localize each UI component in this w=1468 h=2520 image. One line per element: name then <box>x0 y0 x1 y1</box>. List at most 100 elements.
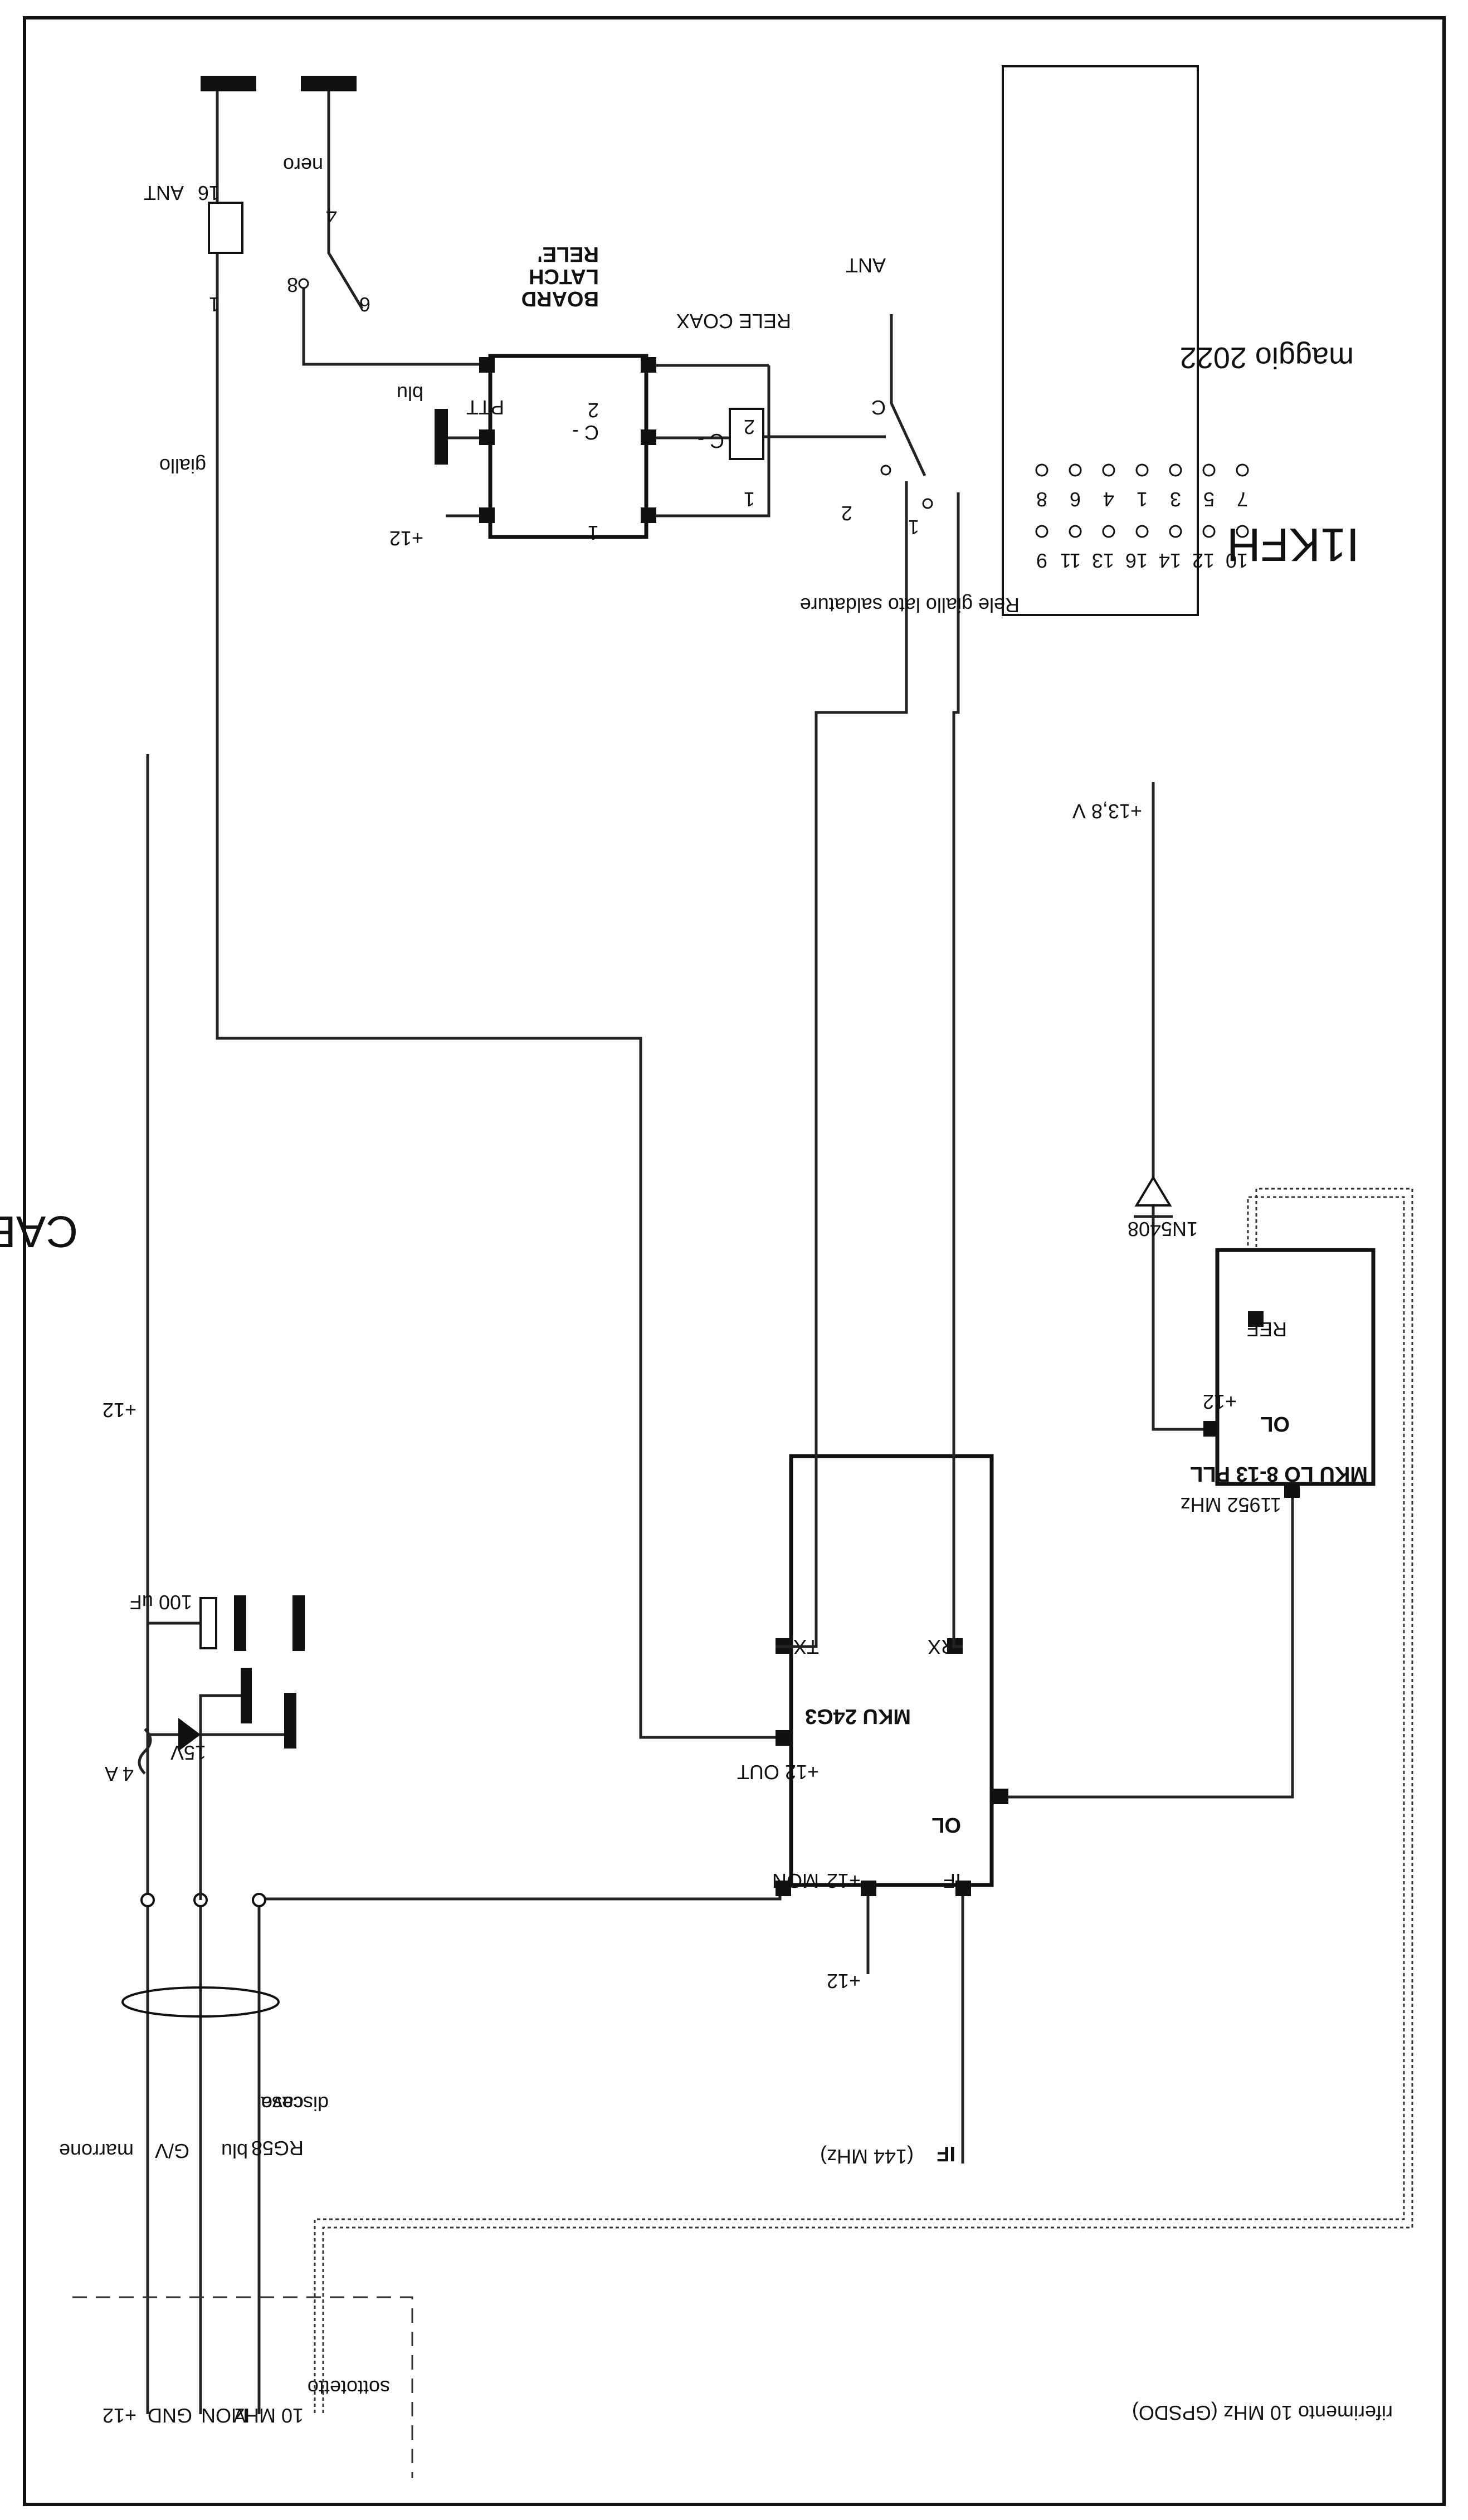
pin-number-bottom-6: 7 <box>1237 488 1248 511</box>
pin-mon <box>776 1881 791 1896</box>
pin-p12 <box>861 1881 876 1896</box>
coax-switch-c <box>890 314 926 477</box>
if-p12-label: +12 <box>827 1970 861 1992</box>
cable-gv: G/V <box>155 2140 189 2162</box>
lo-pin-ol <box>1284 1482 1300 1498</box>
coax-relay: RELE COAX ANT C C - 2 1 2 1 <box>656 254 933 539</box>
end-gnd: GND <box>148 2404 192 2427</box>
pinout-box <box>1002 65 1199 616</box>
pin-hole-top-1 <box>1069 525 1082 538</box>
ant-blu: blu <box>397 382 423 405</box>
latch-pin-gnd <box>479 429 495 445</box>
if-supply-section: +12 IF (144 MHz) <box>820 1896 964 2168</box>
cable-cavo: cavo <box>261 2092 304 2115</box>
mku-p12: +12 <box>827 1869 861 1892</box>
mku-24g3-module: MKU 24G3 TX RX +12 OUT OL MON +12 IF <box>737 1454 1008 1896</box>
wire-ol <box>1008 1489 1294 1799</box>
gnd-stub <box>199 1694 245 1900</box>
latch-l2: LATCH <box>529 265 599 288</box>
pin-hole-top-2 <box>1102 525 1115 538</box>
pin-number-bottom-3: 1 <box>1137 488 1148 511</box>
mku-ol: OL <box>931 1813 961 1837</box>
ant-relay-ground <box>201 76 256 91</box>
wire-13v8 <box>1152 782 1203 1431</box>
pin-hole-bottom-0 <box>1035 463 1048 477</box>
latch-board: RELE' LATCH BOARD PTT C - 2 1 +12 <box>389 242 656 550</box>
reference-coax-section: riferimento 10 MHz (GPSDO) <box>314 1188 1413 2424</box>
cable-bundle-ellipse <box>121 1986 280 2018</box>
capacitor-symbol <box>199 1597 217 1649</box>
latch-p12: +12 <box>389 527 423 550</box>
coax-contact-2 <box>880 465 891 476</box>
pin-number-top-6: 10 <box>1226 549 1248 572</box>
zener-symbol <box>178 1718 201 1751</box>
latch-pin-12 <box>479 507 495 523</box>
ant-4: 4 <box>326 204 337 227</box>
cable-marrone: marrone <box>59 2140 134 2162</box>
end-mon: MON <box>201 2404 248 2427</box>
pin-number-bottom-0: 8 <box>1036 488 1047 511</box>
capacitor-label: 100 uF <box>130 1591 192 1614</box>
ground-symbol <box>241 1668 252 1723</box>
pin-ol <box>993 1789 1008 1804</box>
pin-number-bottom-4: 3 <box>1170 488 1181 511</box>
end-10mhz: 10 MHz <box>235 2404 304 2427</box>
pin-out12 <box>776 1730 791 1746</box>
latch-p1: 1 <box>588 521 599 544</box>
if-freq-label: (144 MHz) <box>820 2145 914 2168</box>
pin-hole-top-0 <box>1035 525 1048 538</box>
lo-box <box>1215 1248 1376 1486</box>
terminal-mon <box>252 1893 266 1907</box>
if-label: IF <box>937 2142 955 2165</box>
cable-rg58: RG58 <box>251 2137 304 2160</box>
cable-discesa: discesa <box>260 2092 329 2115</box>
pin-number-top-5: 12 <box>1192 549 1215 572</box>
latch-pin-ptt <box>479 357 495 373</box>
lo-supply: 1N5408 +13,8 V <box>1072 782 1203 1431</box>
ant-6: 6 <box>359 293 370 316</box>
pin-hole-bottom-3 <box>1135 463 1149 477</box>
zener-ground <box>284 1693 296 1749</box>
pin-number-top-1: 11 <box>1060 549 1081 572</box>
pin-hole-bottom-1 <box>1069 463 1082 477</box>
pin-number-top-2: 13 <box>1092 549 1114 572</box>
vin-label: +13,8 V <box>1072 800 1142 823</box>
pin-number-top-4: 14 <box>1159 549 1181 572</box>
ant-switch-8-blu <box>302 286 485 366</box>
drawing-date: maggio 2022 <box>1180 341 1354 374</box>
latch-box <box>488 354 648 539</box>
gpsdo-reference-label: riferimento 10 MHz (GPSDO) <box>1132 2401 1393 2424</box>
ant-1: 1 <box>209 293 220 316</box>
pin-hole-top-3 <box>1135 525 1149 538</box>
coax-ant: ANT <box>846 254 886 277</box>
coax-relay-name: RELE COAX <box>676 310 791 333</box>
pin-hole-top-4 <box>1169 525 1182 538</box>
diode-symbol <box>1134 1175 1172 1207</box>
pin-hole-top-6 <box>1236 525 1249 538</box>
lo-pin-12 <box>1203 1421 1219 1437</box>
lo-module: MKU LO 8-13 PLL OL +12 REF 11952 MHz <box>1181 1248 1376 1516</box>
pinout-title: Rele giallo lato saldature <box>800 594 1020 617</box>
lo-pin-ref <box>1248 1311 1264 1327</box>
page-title: CABLAGGIO TRANSVERTER MKU 24-G3 DB6NT <box>0 1207 78 1257</box>
terminal-12v <box>140 1893 155 1907</box>
ant-label: ANT <box>144 182 184 204</box>
mku-24g3-box <box>789 1454 994 1887</box>
latch-pin-c <box>641 429 656 445</box>
latch-pin-1 <box>641 507 656 523</box>
coax-relay-coil <box>729 408 764 460</box>
ant-nero-terminal <box>301 76 357 91</box>
latch-ptt: PTT <box>466 396 504 419</box>
coax-wire-1 <box>656 365 770 517</box>
antenna-relay: ANT 16 1 4 6 8 nero blu giallo <box>144 76 485 477</box>
sottotetto-boundary <box>72 2296 413 2478</box>
wire-rx <box>952 492 963 1648</box>
cap-plate <box>234 1595 246 1651</box>
mku-name: MKU 24G3 <box>805 1705 911 1728</box>
coax-out2: 2 <box>841 502 852 525</box>
ant-switch-4 <box>327 86 364 310</box>
latch-pin-2 <box>641 357 656 373</box>
zener-label: 15V <box>170 1741 206 1764</box>
